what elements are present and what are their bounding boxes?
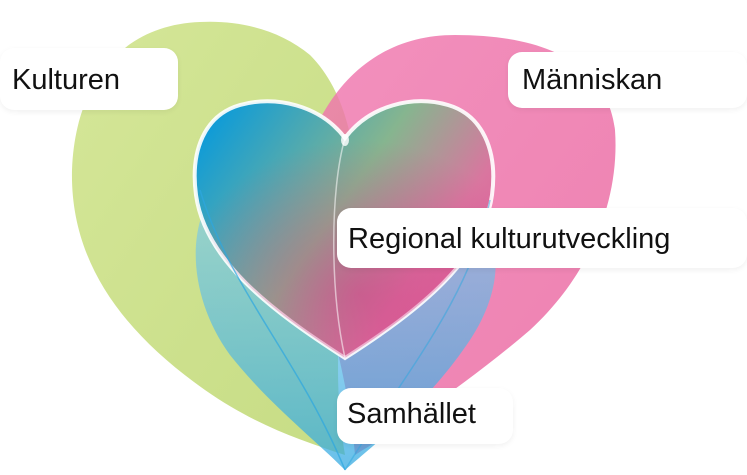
label-society: Samhället (337, 388, 513, 444)
label-regional-development: Regional kulturutveckling (337, 208, 747, 268)
label-culture: Kulturen (0, 48, 178, 110)
label-human: Människan (508, 52, 747, 108)
